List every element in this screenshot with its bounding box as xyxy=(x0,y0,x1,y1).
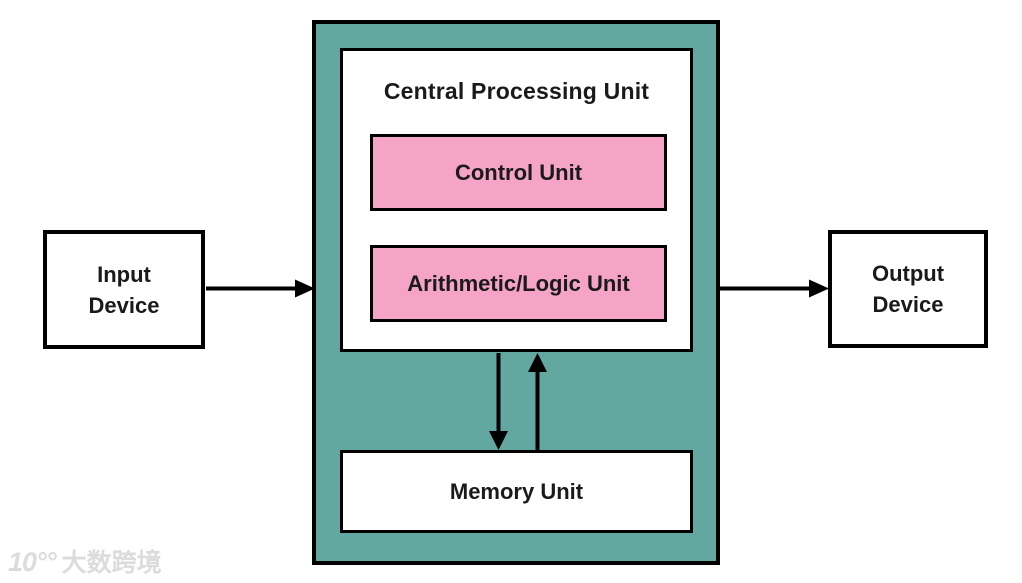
watermark-logo-icon: 10°° xyxy=(8,547,57,577)
watermark-text: 大数跨境 xyxy=(61,549,162,577)
control-unit-box: Control Unit xyxy=(370,134,667,211)
input-to-cpu-arrow xyxy=(206,279,315,298)
memory-unit-label: Memory Unit xyxy=(449,478,584,504)
input-device-box: Input Device xyxy=(43,230,205,349)
cpu-to-output-arrow xyxy=(719,279,829,298)
control-unit-label: Control Unit xyxy=(454,159,583,185)
central-processing-unit-label: Central Processing Unit xyxy=(383,78,650,104)
arithmetic-logic-unit-label: Arithmetic/Logic Unit xyxy=(407,270,630,296)
output-device-box: Output Device xyxy=(828,230,988,348)
input-device-label: Input Device xyxy=(88,261,160,318)
memory-unit-box: Memory Unit xyxy=(340,450,693,533)
output-device-label: Output Device xyxy=(871,261,945,317)
watermark: 10°° 大数跨境 xyxy=(8,543,162,579)
arithmetic-logic-unit-box: Arithmetic/Logic Unit xyxy=(370,245,667,322)
